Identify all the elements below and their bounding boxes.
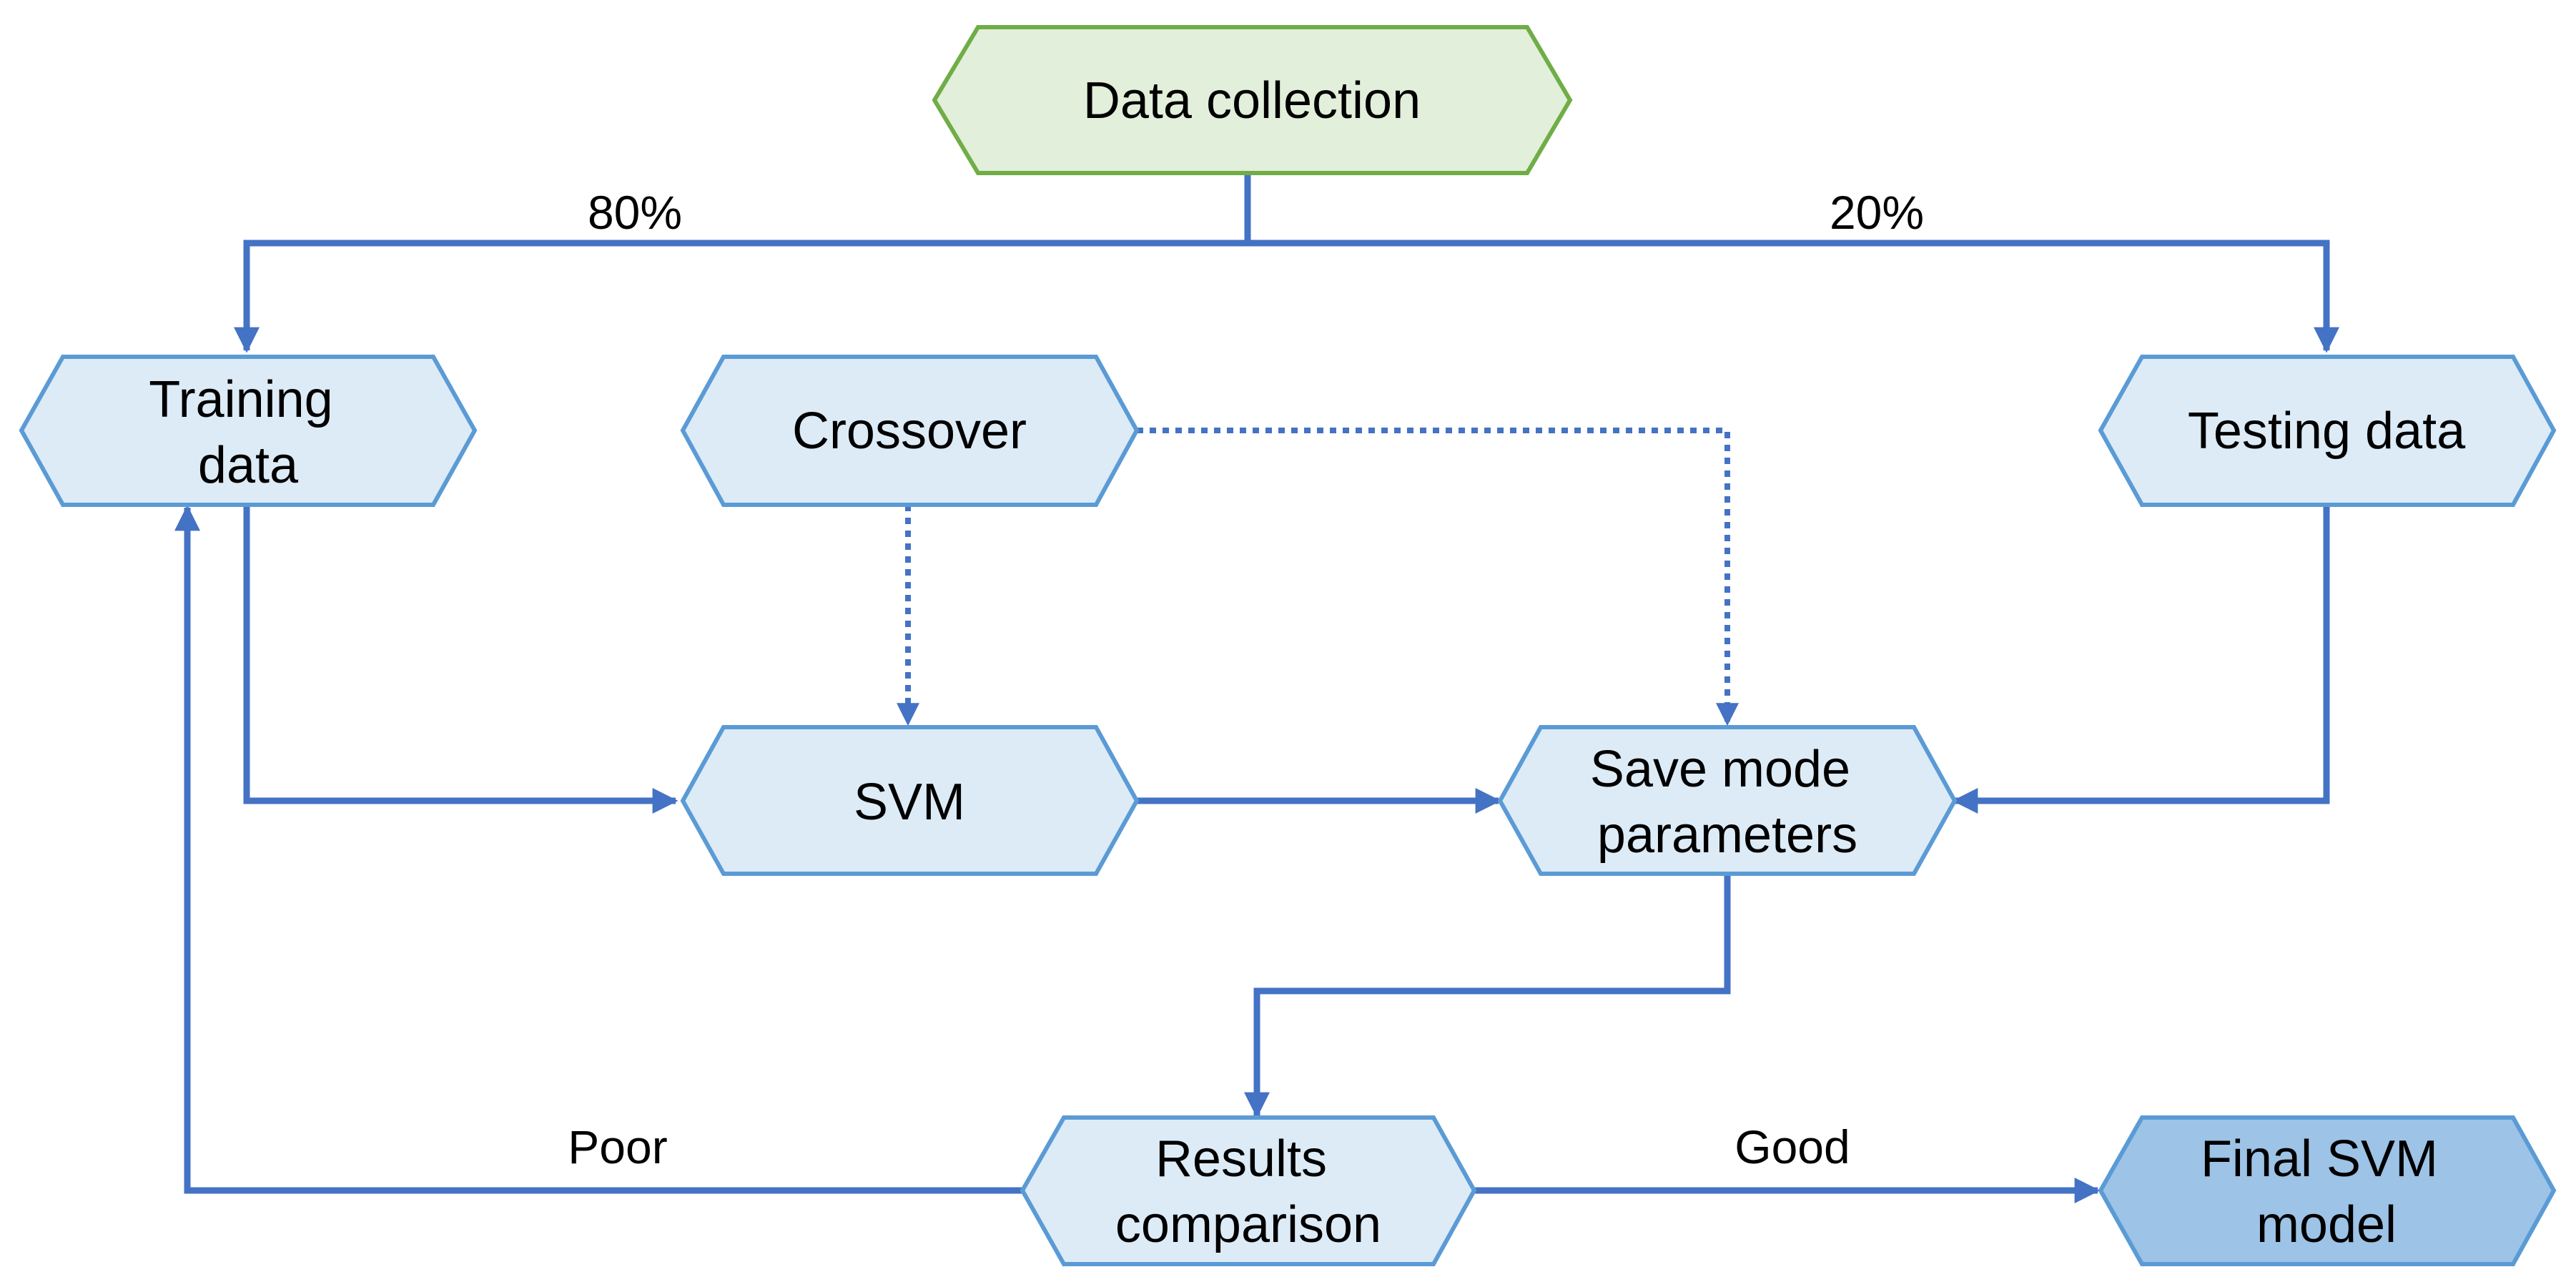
node-testing-data: Testing data bbox=[2098, 355, 2557, 507]
node-label: Final SVM model bbox=[2201, 1130, 2452, 1253]
edge-label-good: Good bbox=[1734, 1120, 1850, 1173]
node-label-line: Testing data bbox=[2188, 403, 2466, 460]
node-label: Data collection bbox=[1083, 72, 1421, 129]
edge-results-poor-to-training bbox=[174, 505, 1022, 1194]
node-label-line: SVM bbox=[854, 774, 965, 831]
node-label-line: comparison bbox=[1115, 1196, 1381, 1253]
node-label: Testing data bbox=[2188, 403, 2466, 460]
node-label-line: Save mode bbox=[1590, 741, 1850, 798]
edge-crossover-to-save-params bbox=[1137, 428, 1739, 726]
node-save-mode-parameters: Save mode parameters bbox=[1497, 725, 1958, 876]
node-label-line: Results bbox=[1155, 1130, 1327, 1188]
node-label-line: Training bbox=[149, 371, 332, 428]
node-label: Results comparison bbox=[1115, 1130, 1381, 1253]
edge-labels: 80% 20% Poor Good bbox=[568, 186, 1924, 1173]
node-label-line: Crossover bbox=[792, 403, 1027, 460]
node-label-line: data bbox=[198, 437, 299, 494]
edge-label-20-percent: 20% bbox=[1830, 186, 1924, 239]
node-crossover: Crossover bbox=[680, 355, 1140, 507]
node-label: Crossover bbox=[792, 403, 1027, 460]
node-label-line: Final SVM bbox=[2201, 1130, 2438, 1188]
edge-collection-to-training bbox=[234, 240, 1248, 353]
edge-testing-to-save-params bbox=[1952, 505, 2330, 814]
edge-save-params-to-results bbox=[1244, 874, 1731, 1118]
node-label: Save mode parameters bbox=[1590, 741, 1865, 864]
node-data-collection: Data collection bbox=[932, 25, 1573, 175]
nodes: Data collection Training data Crossover … bbox=[19, 25, 2557, 1266]
node-label-line: parameters bbox=[1597, 807, 1857, 864]
edge-training-to-svm bbox=[243, 505, 678, 814]
node-label-line: Data collection bbox=[1083, 72, 1421, 129]
node-label: Training data bbox=[149, 371, 347, 494]
node-training-data: Training data bbox=[19, 355, 478, 507]
node-label: SVM bbox=[854, 774, 965, 831]
node-final-svm-model: Final SVM model bbox=[2098, 1115, 2557, 1266]
node-svm: SVM bbox=[680, 725, 1140, 876]
edge-label-poor: Poor bbox=[568, 1120, 667, 1173]
edge-collection-to-testing bbox=[1248, 240, 2339, 353]
connectors bbox=[174, 173, 2339, 1203]
node-results-comparison: Results comparison bbox=[1020, 1115, 1477, 1266]
edge-label-80-percent: 80% bbox=[588, 186, 682, 239]
node-label-line: model bbox=[2256, 1196, 2397, 1253]
